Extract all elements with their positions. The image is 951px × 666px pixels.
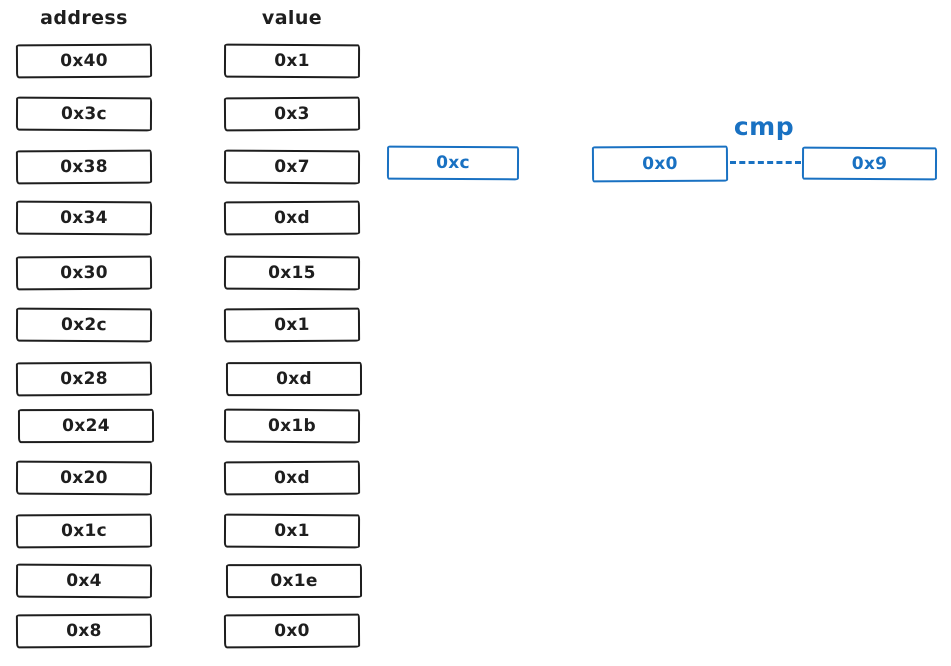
value-cell-label: 0x1	[274, 50, 310, 72]
value-cell-label: 0x0	[274, 620, 310, 642]
address-cell-label: 0x34	[60, 207, 108, 229]
address-cell-label: 0x24	[62, 415, 110, 437]
address-cell: 0x2c	[15, 307, 153, 343]
address-cell: 0x4	[15, 563, 153, 599]
address-cell: 0x38	[15, 149, 153, 185]
value-cell: 0xd	[223, 460, 361, 496]
value-cell-label: 0x1e	[270, 570, 318, 592]
address-cell: 0x1c	[15, 513, 153, 549]
cmp-dashed-connector	[730, 161, 801, 164]
value-cell: 0xd	[223, 200, 361, 236]
address-cell-label: 0x40	[60, 50, 108, 72]
address-cell: 0x34	[15, 200, 153, 236]
value-cell: 0x15	[223, 255, 361, 291]
cmp-left-operand-label: 0x0	[642, 153, 678, 175]
value-cell: 0x3	[223, 96, 361, 132]
address-cell-label: 0x28	[60, 368, 108, 390]
address-cell-label: 0x4	[66, 570, 102, 592]
address-cell: 0x20	[15, 460, 153, 496]
address-cell-label: 0x20	[60, 467, 108, 489]
address-cell: 0x40	[15, 43, 153, 79]
address-column-header: address	[40, 7, 128, 29]
cmp-right-operand-label: 0x9	[851, 153, 888, 174]
cmp-label: cmp	[733, 112, 795, 141]
address-cell: 0x30	[15, 255, 153, 291]
index-box-label: 0xc	[436, 152, 470, 174]
value-cell-label: 0x7	[274, 156, 310, 178]
value-cell: 0x7	[223, 149, 361, 185]
value-cell-label: 0x1	[274, 520, 310, 542]
value-cell: 0x1	[223, 513, 361, 549]
address-cell: 0x24	[17, 408, 155, 444]
address-cell-label: 0x1c	[60, 520, 108, 542]
index-box: 0xc	[386, 145, 520, 181]
address-cell-label: 0x2c	[60, 314, 108, 336]
value-cell: 0xd	[225, 361, 363, 397]
value-cell: 0x1	[223, 307, 361, 343]
address-cell-label: 0x30	[60, 262, 108, 284]
address-cell-label: 0x8	[66, 620, 102, 642]
cmp-left-operand-box: 0x0	[591, 145, 729, 183]
cmp-right-operand-box: 0x9	[801, 146, 938, 181]
value-cell-label: 0x15	[268, 262, 316, 284]
value-cell-label: 0xd	[274, 207, 310, 229]
value-cell: 0x1e	[225, 563, 363, 599]
address-cell-label: 0x3c	[60, 103, 108, 125]
value-cell-label: 0xd	[274, 467, 310, 489]
address-cell: 0x8	[15, 613, 153, 649]
address-cell: 0x28	[15, 361, 153, 397]
address-cell: 0x3c	[15, 96, 153, 132]
value-cell-label: 0x1b	[267, 415, 317, 437]
value-cell-label: 0x3	[274, 103, 310, 125]
value-cell-label: 0xd	[276, 368, 312, 390]
address-cell-label: 0x38	[60, 156, 108, 178]
value-cell-label: 0x1	[274, 314, 310, 336]
value-cell: 0x1	[223, 43, 361, 79]
value-cell: 0x1b	[223, 408, 361, 444]
value-cell: 0x0	[223, 613, 361, 649]
value-column-header: value	[261, 7, 323, 29]
